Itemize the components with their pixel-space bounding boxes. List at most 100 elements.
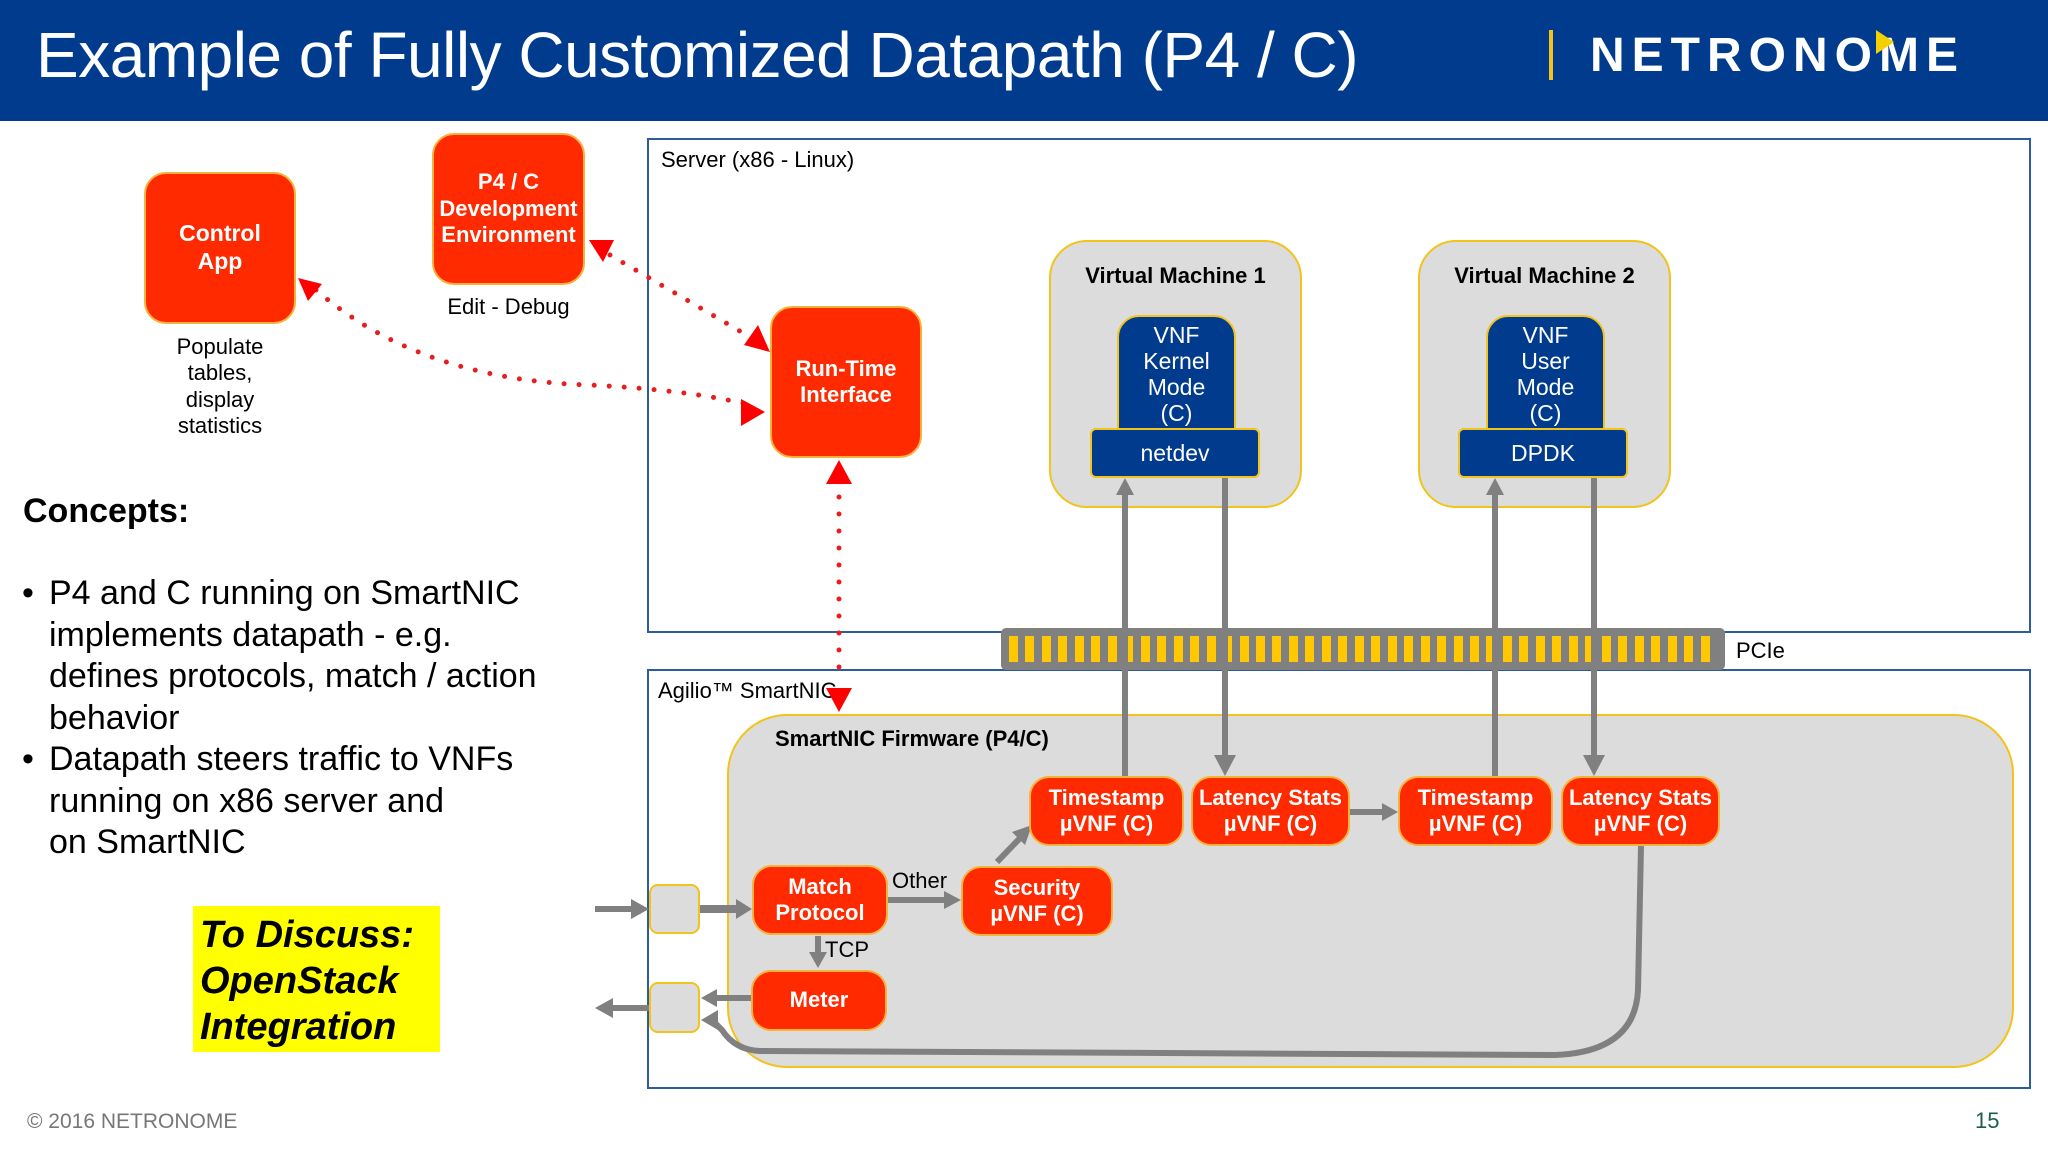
pcie-slot (1074, 636, 1084, 662)
discuss-line: To Discuss: (200, 914, 414, 956)
pcie-slot (1338, 636, 1348, 662)
arrow-head-nic-top (826, 688, 852, 712)
arrow-meter-port (701, 989, 717, 1007)
pcie-slot (1058, 636, 1068, 662)
edge-label-other: Other (892, 868, 948, 893)
arrow-up-vm2 (1486, 478, 1504, 495)
dev-env-label: Development (439, 195, 578, 221)
vm2-vnf-line: VNF (1522, 322, 1569, 349)
firmware-label: SmartNIC Firmware (P4/C) (775, 726, 1049, 751)
smartnic-frame (647, 669, 2031, 1089)
dev-env-caption: Edit - Debug (447, 294, 570, 319)
bullet-line: Datapath steers traffic to VNFs (49, 740, 514, 778)
pcie-slot (1667, 636, 1677, 662)
pcie-slot (1387, 636, 1397, 662)
block-label: Timestamp (1048, 784, 1165, 810)
caption-line: statistics (177, 413, 263, 439)
copyright: © 2016 NETRONOME (27, 1110, 238, 1133)
pcie-slot (1684, 636, 1694, 662)
dev-env-box: P4 / C Development Environment (432, 133, 585, 285)
discuss-line: Integration (200, 1006, 397, 1048)
to-discuss-callout: To Discuss: OpenStack Integration (193, 906, 440, 1052)
pcie-slot (1453, 636, 1463, 662)
server-label: Server (x86 - Linux) (661, 147, 855, 172)
concepts-title: Concepts: (23, 492, 190, 530)
arrow-head-runtime-bottom (826, 460, 852, 484)
control-app-label: Control (179, 220, 261, 247)
bullet-line: behavior (49, 698, 180, 737)
block-label: Match (788, 873, 852, 899)
bullet-icon: • (22, 740, 34, 778)
vm1-vnf-line: Kernel (1143, 348, 1210, 375)
arrow-head-runtime-upper (744, 325, 770, 352)
arrow-security-timestamp1 (1012, 825, 1032, 845)
pcie-slot (1173, 636, 1183, 662)
block-label: µVNF (C) (1223, 811, 1318, 836)
arrow-down-latency1 (1214, 755, 1236, 776)
pcie-slot (1255, 636, 1265, 662)
concept-bullet-1: • P4 and C running on SmartNIC implement… (22, 573, 582, 739)
concept-bullet-2: • Datapath steers traffic to VNFs runnin… (22, 739, 582, 864)
arrow-match-meter (809, 952, 827, 968)
block-label: µVNF (C) (1059, 811, 1154, 836)
pcie-slot (1552, 636, 1562, 662)
meter-block: Meter (751, 970, 887, 1031)
arrow-down-latency2 (1583, 755, 1605, 776)
control-app-caption: Populate tables, display statistics (144, 334, 296, 440)
pcie-slot (1601, 636, 1611, 662)
vm2-title: Virtual Machine 2 (1454, 263, 1635, 288)
pcie-slot (1124, 636, 1134, 662)
pcie-slot (1535, 636, 1545, 662)
arrow-ingress (631, 899, 649, 919)
pcie-slot (1157, 636, 1167, 662)
runtime-label: Interface (800, 382, 892, 407)
bullet-line: on SmartNIC (49, 823, 246, 861)
vm2-vnf-box: VNF User Mode (C) (1486, 315, 1605, 433)
block-label: Protocol (775, 900, 865, 925)
pcie-slot (1288, 636, 1298, 662)
arrow-head-control (298, 278, 322, 301)
logo-play-icon (1876, 30, 1894, 54)
pcie-slot (1321, 636, 1331, 662)
vm1-vnf-line: VNF (1153, 322, 1200, 349)
pcie-slot (1502, 636, 1512, 662)
dev-env-label: P4 / C (477, 169, 540, 195)
pcie-slot (1519, 636, 1529, 662)
pcie-slot (1206, 636, 1216, 662)
pcie-slot (1025, 636, 1035, 662)
vm2-driver-dpdk: DPDK (1458, 428, 1628, 478)
block-label: µVNF (C) (990, 901, 1084, 926)
vm2-vnf-line: (C) (1529, 399, 1562, 426)
slide-title: Example of Fully Customized Datapath (P4… (36, 19, 1359, 91)
pcie-slot (1239, 636, 1249, 662)
pcie-slot (1470, 636, 1480, 662)
pcie-slot (1305, 636, 1315, 662)
pcie-slot (1354, 636, 1364, 662)
pcie-slot (1272, 636, 1282, 662)
caption-line: tables, (187, 360, 253, 386)
concepts-list: • P4 and C running on SmartNIC implement… (22, 573, 582, 864)
vm1-title: Virtual Machine 1 (1085, 263, 1266, 288)
vm2-vnf-line: Mode (1516, 374, 1575, 400)
block-label: µVNF (C) (1593, 811, 1688, 836)
pcie-slot (1585, 636, 1595, 662)
logo-divider (1549, 30, 1553, 80)
discuss-line: OpenStack (200, 960, 399, 1002)
bullet-line: running on x86 server and (49, 781, 445, 820)
arrow-head-runtime-lower (741, 399, 765, 426)
pcie-slot (1190, 636, 1200, 662)
bullet-icon: • (22, 574, 34, 612)
vm1-driver-netdev: netdev (1090, 428, 1260, 478)
arrow-return-port (701, 1010, 718, 1030)
arrow-port-match (736, 899, 752, 919)
arrow-up-vm1 (1116, 478, 1134, 495)
caption-line: display (185, 386, 255, 412)
block-label: µVNF (C) (1428, 811, 1523, 836)
vm1-vnf-line: (C) (1160, 399, 1193, 426)
slide-header (0, 0, 2048, 121)
